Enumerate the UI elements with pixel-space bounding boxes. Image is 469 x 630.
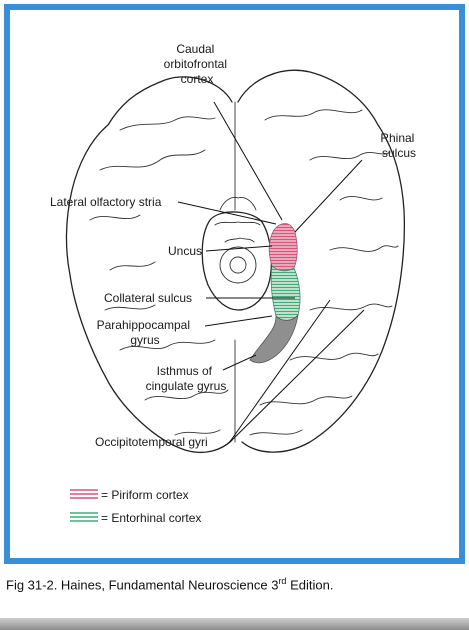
caption-suffix: Edition.: [286, 577, 334, 593]
leader-lines: [177, 101, 365, 444]
label-caudal-orbitofrontal: Caudal orbitofrontal cortex: [164, 42, 231, 86]
figure-frame: Caudal orbitofrontal cortex Rhinal sulcu…: [4, 4, 465, 564]
label-uncus: Uncus: [168, 244, 202, 258]
figure-caption: Fig 31-2. Haines, Fundamental Neuroscien…: [6, 576, 333, 592]
pink-hatch-icon: [70, 489, 98, 499]
legend-label-entorhinal: = Entorhinal cortex: [101, 511, 201, 525]
piriform-cortex-region: [268, 223, 298, 272]
legend: = Piriform cortex = Entorhinal cortex: [70, 488, 201, 525]
right-gyri: [249, 109, 399, 436]
figure-canvas: Caudal orbitofrontal cortex Rhinal sulcu…: [10, 10, 459, 558]
label-occipitotemporal-gyri: Occipitotemporal gyri: [95, 435, 208, 449]
brainstem-section: [219, 246, 257, 284]
green-hatch-icon: [70, 512, 98, 522]
label-isthmus-cingulate: Isthmus of cingulate gyrus: [146, 364, 227, 393]
brain-diagram: Caudal orbitofrontal cortex Rhinal sulcu…: [50, 42, 417, 525]
entorhinal-cortex-region: [270, 265, 301, 321]
left-gyri: [89, 116, 229, 436]
label-parahippocampal-gyrus: Parahippocampal gyrus: [97, 318, 194, 347]
caption-superscript: rd: [278, 576, 287, 586]
caption-text: Fig 31-2. Haines, Fundamental Neuroscien…: [6, 577, 279, 593]
right-hemisphere-outline: [237, 69, 405, 453]
label-rhinal-sulcus: Rhinal sulcus: [380, 131, 417, 160]
label-lateral-olfactory-stria: Lateral olfactory stria: [50, 195, 162, 209]
cerebral-aqueduct: [229, 256, 247, 274]
legend-item-piriform: = Piriform cortex: [70, 488, 189, 502]
label-collateral-sulcus: Collateral sulcus: [104, 291, 192, 305]
legend-item-entorhinal: = Entorhinal cortex: [70, 511, 201, 525]
optic-structures: [214, 197, 261, 243]
legend-label-piriform: = Piriform cortex: [101, 488, 189, 502]
brainstem-outline: [201, 211, 272, 311]
parahippocampal-isthmus-region: [249, 313, 299, 364]
page-bottom-strip: [0, 618, 469, 630]
left-hemisphere-outline: [65, 76, 233, 454]
